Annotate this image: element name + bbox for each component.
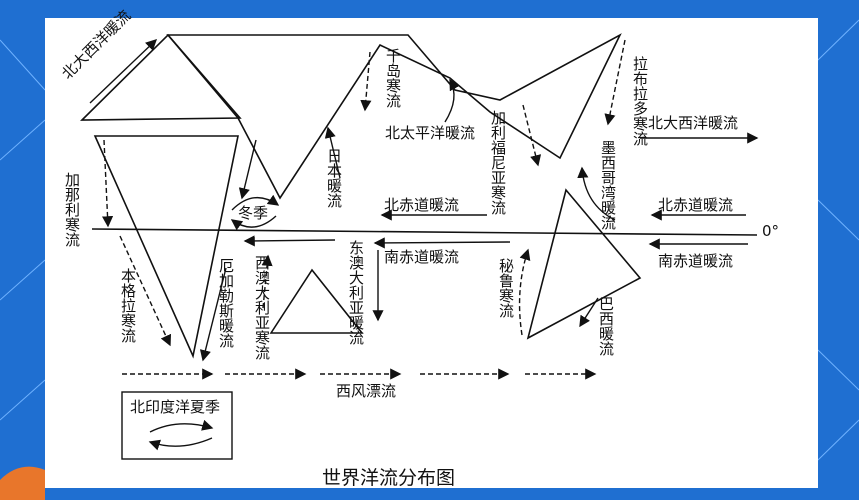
benguela-cold-label: 本格拉寒流 [119, 268, 137, 344]
equator-line [91, 228, 758, 236]
oyashio-cold-label: 千岛寒流 [384, 48, 402, 109]
peru-cold-label: 秘鲁寒流 [497, 258, 515, 319]
south-equatorial-left-label: 南赤道暖流 [384, 248, 459, 266]
legend-box: 北印度洋夏季 [121, 391, 233, 460]
legend-title: 北印度洋夏季 [130, 398, 220, 416]
north-pacific-warm-label: 北太平洋暖流 [385, 124, 475, 142]
winter-note: 冬季 [238, 204, 268, 222]
gulf-stream-warm-label: 墨西哥湾暖流 [599, 140, 617, 231]
west-australia-cold-label: 西澳大利亚寒流 [253, 255, 271, 361]
current-arrows [89, 39, 759, 380]
canary-cold-label: 加那利寒流 [63, 172, 81, 248]
diagram-title: 世界洋流分布图 [322, 467, 455, 489]
north-equatorial-right-label: 北赤道暖流 [658, 196, 733, 214]
kuroshio-warm-label: 日本暖流 [325, 148, 343, 209]
continents [80, 33, 642, 359]
north-equatorial-left-label: 北赤道暖流 [384, 196, 459, 214]
diagram-panel [45, 18, 818, 488]
south-equatorial-right-label: 南赤道暖流 [658, 252, 733, 270]
agulhas-warm-label: 厄加勒斯暖流 [217, 258, 235, 349]
equator-label: 0° [762, 222, 779, 240]
west-wind-drift-label: 西风漂流 [336, 382, 396, 400]
california-cold-label: 加利福尼亚寒流 [489, 110, 507, 216]
east-australia-warm-label: 东澳大利亚暖流 [347, 240, 365, 346]
labrador-cold-label: 拉布拉多寒流 [631, 56, 649, 147]
north-atlantic-warm-right-label: 北大西洋暖流 [648, 114, 738, 132]
brazil-warm-label: 巴西暖流 [597, 296, 615, 357]
